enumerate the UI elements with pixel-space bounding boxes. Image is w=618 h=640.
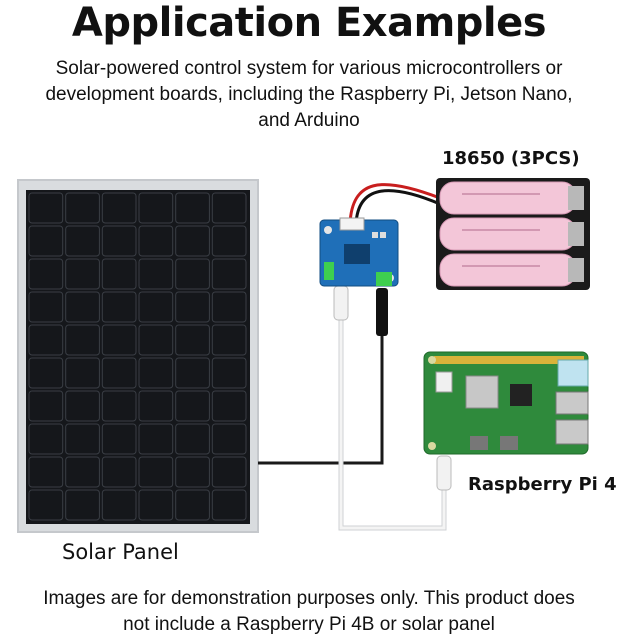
solar-cell [211, 258, 247, 290]
solar-cell [211, 357, 247, 389]
page-title: Application Examples [71, 0, 547, 46]
solar-cable [258, 300, 384, 465]
solar-cell [138, 225, 174, 257]
solar-cell [138, 423, 174, 455]
solar-cell [65, 291, 100, 323]
solar-cell [138, 390, 174, 422]
solar-cell [175, 225, 210, 257]
solar-cell [65, 357, 100, 389]
solar-cell [211, 324, 247, 356]
solar-cell [101, 357, 137, 389]
subtitle-line-3: and Arduino [258, 110, 360, 131]
solar-cell [175, 258, 210, 290]
solar-cell [101, 489, 137, 521]
solar-cell [138, 258, 174, 290]
solar-cell [65, 258, 100, 290]
solar-cell [28, 489, 64, 521]
dc-jack-plug [376, 288, 388, 336]
solar-cell [101, 390, 137, 422]
solar-cell [65, 192, 100, 224]
solar-cell [28, 291, 64, 323]
solar-cell [175, 324, 210, 356]
battery-wire-red [348, 183, 441, 225]
solar-cell [175, 456, 210, 488]
solar-cell [175, 489, 210, 521]
solar-cell [211, 390, 247, 422]
solar-cell [28, 357, 64, 389]
subtitle-line-1: Solar-powered control system for various… [55, 58, 563, 79]
solar-cell [28, 390, 64, 422]
raspberry-pi-image [423, 351, 589, 455]
solar-cell [101, 258, 137, 290]
solar-cell [175, 291, 210, 323]
disclaimer-footer: Images are for demonstration purposes on… [0, 586, 618, 638]
solar-cell [138, 489, 174, 521]
solar-cell [65, 324, 100, 356]
solar-cell [28, 456, 64, 488]
solar-cell [211, 423, 247, 455]
solar-cell [28, 423, 64, 455]
raspberry-pi-label: Raspberry Pi 4 [468, 474, 617, 495]
solar-panel-cells [28, 192, 247, 521]
solar-cell [101, 456, 137, 488]
solar-cell [138, 357, 174, 389]
page-subtitle: Solar-powered control system for various… [0, 56, 618, 134]
solar-cell [138, 324, 174, 356]
solar-cell [28, 192, 64, 224]
solar-cell [211, 225, 247, 257]
solar-cell [211, 456, 247, 488]
usb-c-plug-top [333, 285, 349, 321]
solar-cell [175, 390, 210, 422]
solar-cell [65, 390, 100, 422]
solar-cell [65, 489, 100, 521]
solar-cell [65, 225, 100, 257]
solar-panel-label: Solar Panel [62, 540, 179, 564]
solar-cell [65, 456, 100, 488]
solar-cell [101, 225, 137, 257]
solar-cell [175, 357, 210, 389]
solar-cell [101, 423, 137, 455]
solar-cell [211, 291, 247, 323]
battery-wire-black [354, 189, 441, 225]
footer-line-2: not include a Raspberry Pi 4B or solar p… [123, 614, 495, 635]
solar-cell [211, 489, 247, 521]
solar-cell [138, 456, 174, 488]
battery-holder-image [436, 178, 590, 290]
solar-cell [101, 291, 137, 323]
solar-cell [101, 324, 137, 356]
solar-cell [175, 192, 210, 224]
subtitle-line-2: development boards, including the Raspbe… [45, 84, 573, 105]
footer-line-1: Images are for demonstration purposes on… [43, 588, 575, 609]
solar-panel-image [17, 179, 259, 533]
usb-c-plug-bottom [436, 455, 452, 491]
solar-cell [211, 192, 247, 224]
solar-cell [101, 192, 137, 224]
battery-label: 18650 (3PCS) [442, 148, 580, 169]
solar-cell [65, 423, 100, 455]
solar-cell [28, 324, 64, 356]
solar-cell [175, 423, 210, 455]
solar-cell [28, 258, 64, 290]
solar-cell [138, 291, 174, 323]
solar-cell [138, 192, 174, 224]
ups-module-board [319, 217, 399, 287]
solar-cell [28, 225, 64, 257]
